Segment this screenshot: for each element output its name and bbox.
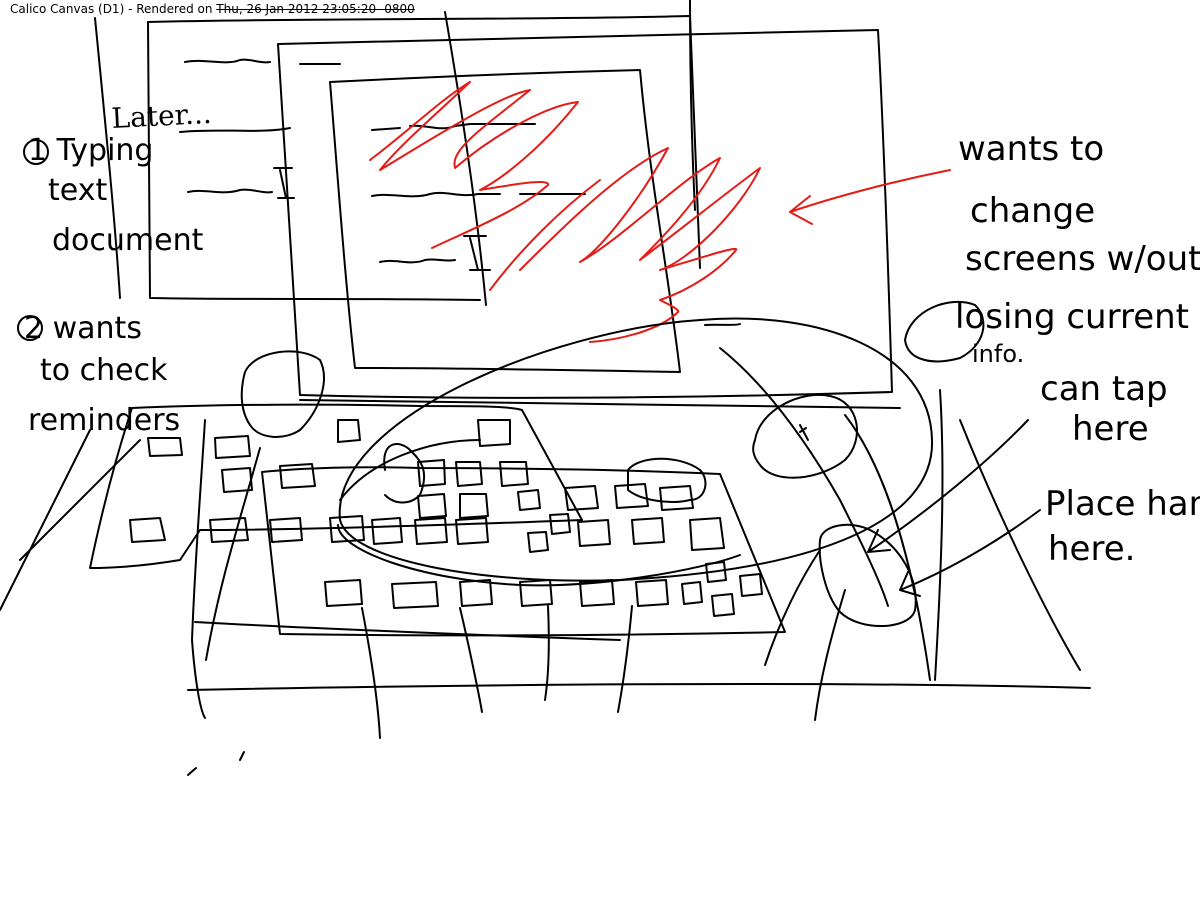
note-typing-line2: text bbox=[48, 173, 107, 208]
number-circle-2 bbox=[17, 315, 43, 341]
note-change-line5: info. bbox=[972, 340, 1024, 368]
note-change-line4: losing current bbox=[955, 297, 1189, 337]
note-can-tap: can tap here bbox=[1040, 369, 1168, 449]
red-scribble bbox=[369, 81, 951, 343]
trackpad-sketch bbox=[0, 300, 1081, 776]
note-reminders: 2 wants to check reminders bbox=[17, 311, 180, 438]
note-typing: 1 Typing text document bbox=[23, 133, 204, 258]
note-change-line3: screens w/out bbox=[965, 239, 1200, 279]
note-place-hand: Place hand here. bbox=[1045, 484, 1200, 569]
note-tap-line2: here bbox=[1072, 409, 1149, 449]
canvas-header: Calico Canvas (D1) - Rendered on Thu, 26… bbox=[10, 2, 415, 16]
note-typing-line3: document bbox=[52, 223, 204, 258]
note-reminders-line3: reminders bbox=[28, 403, 180, 438]
note-hand-line1: Place hand bbox=[1045, 484, 1200, 524]
screen-note-text: Later... bbox=[111, 97, 213, 135]
note-change-line1: wants to bbox=[958, 129, 1104, 169]
note-typing-line1: 1 Typing bbox=[28, 133, 153, 168]
note-hand-line2: here. bbox=[1048, 529, 1135, 569]
note-change-line2: change bbox=[970, 191, 1095, 231]
rendered-label: Rendered on bbox=[136, 2, 217, 16]
header-separator: - bbox=[124, 2, 137, 16]
monitor-sketch bbox=[94, 0, 901, 409]
keyboard-sketch bbox=[89, 403, 1091, 739]
note-change-screens: wants to change screens w/out losing cur… bbox=[955, 129, 1200, 368]
app-title: Calico Canvas (D1) bbox=[10, 2, 125, 16]
number-circle-1 bbox=[23, 139, 49, 165]
rendered-date: Thu, 26 Jan 2012 23:05:20 -0800 bbox=[216, 2, 415, 16]
screen-text-lines: Later... bbox=[111, 58, 586, 271]
note-tap-line1: can tap bbox=[1040, 369, 1168, 409]
note-reminders-line2: to check bbox=[40, 353, 168, 388]
note-reminders-line1: 2 wants bbox=[24, 311, 142, 346]
